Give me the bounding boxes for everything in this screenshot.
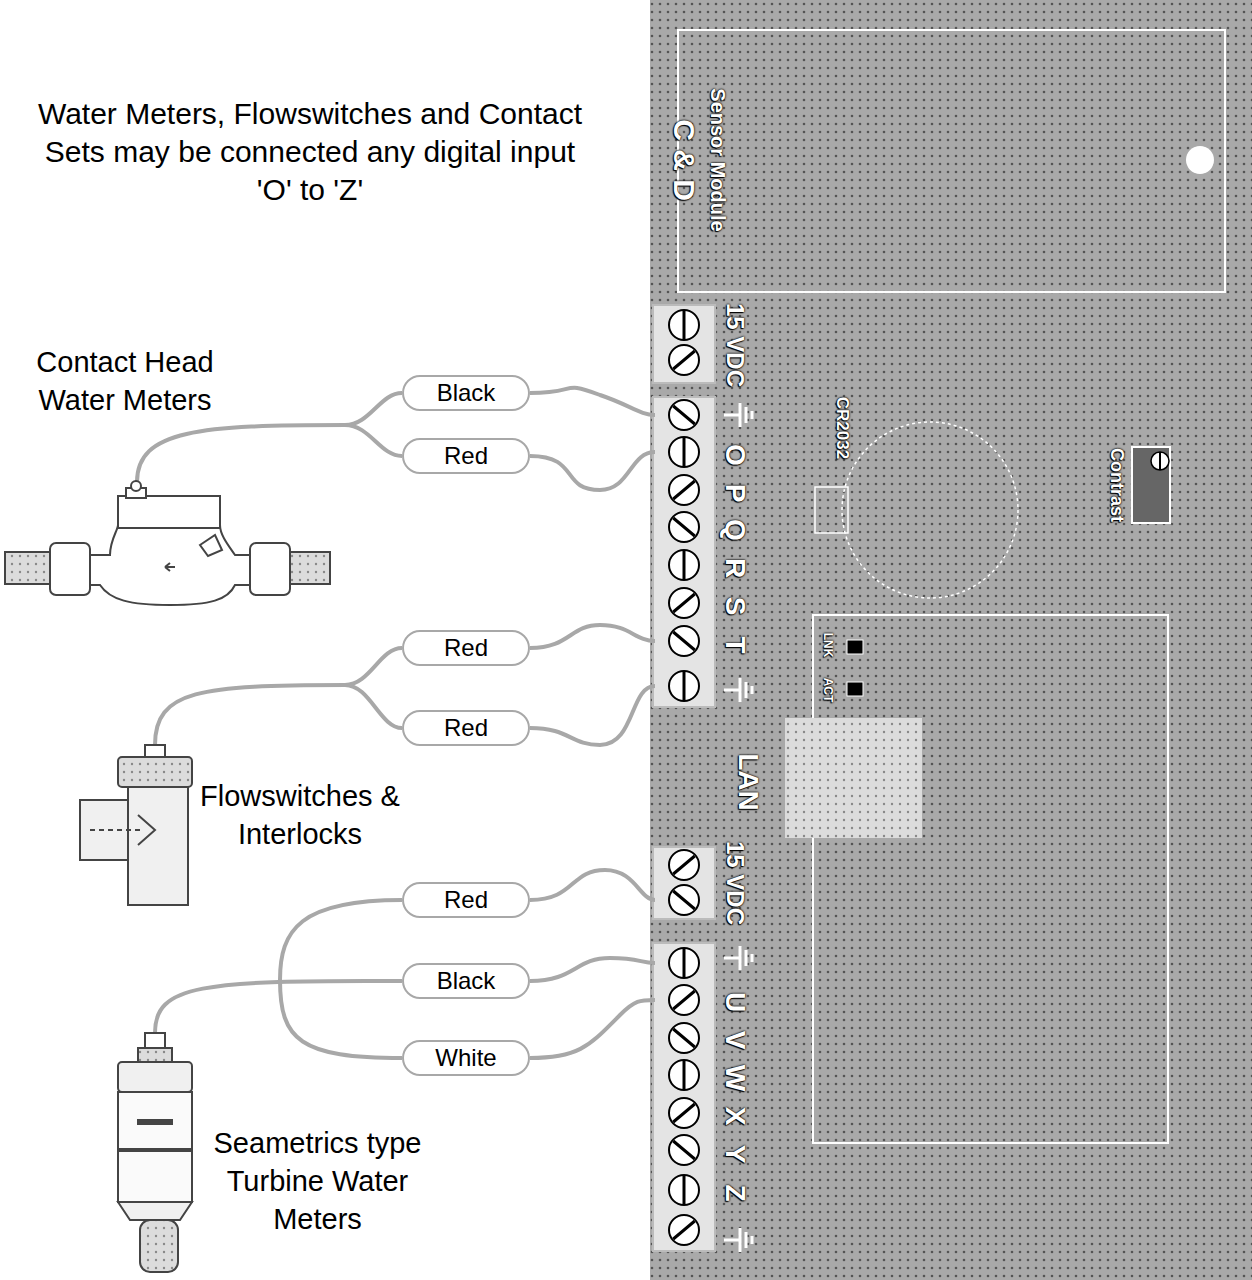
screw-slot	[673, 991, 694, 1009]
wire-colour: Red	[444, 886, 488, 914]
terminal-screw	[669, 1215, 699, 1245]
terminal-screw	[669, 1098, 699, 1128]
terminal-screw	[669, 1023, 699, 1053]
terminal-screw	[669, 475, 699, 505]
board-label: R	[721, 558, 749, 578]
board-label: S	[721, 597, 749, 616]
terminal-screw	[669, 437, 699, 467]
terminal-screw	[669, 550, 699, 580]
terminal-screw	[669, 1135, 699, 1165]
screw-slot	[673, 518, 694, 536]
board-label: T	[721, 636, 749, 653]
board-label: 15 VDC	[723, 303, 747, 387]
wire-colour: Black	[437, 967, 496, 995]
screw-slot	[683, 438, 686, 466]
screw-slot	[683, 311, 686, 339]
screw-slot	[683, 551, 686, 579]
terminal-screw	[669, 850, 699, 880]
board-label: Contrast	[1108, 448, 1126, 522]
terminal-screw	[669, 671, 699, 701]
screw-slot	[683, 949, 686, 977]
wire-colour: Red	[444, 714, 488, 742]
screw-slot	[683, 672, 686, 700]
board-label: Sensor Module	[708, 88, 728, 231]
screw-slot	[673, 1141, 694, 1159]
terminal-screw	[669, 985, 699, 1015]
screw-slot	[673, 1029, 694, 1047]
screw-slot	[673, 406, 694, 424]
screw-slot	[683, 1176, 686, 1204]
ground-symbol	[724, 1228, 752, 1252]
screw-slot	[673, 856, 694, 874]
device-caption: Seametrics type Turbine Water Meters	[185, 1124, 450, 1238]
note-text: Water Meters, Flowswitches and Contact S…	[25, 95, 595, 209]
wire-colour-tag: Black	[402, 375, 530, 411]
board-label: Q	[721, 519, 749, 541]
board-label: Y	[721, 1145, 749, 1164]
board-label: CR2032	[834, 397, 851, 459]
terminal-screw	[669, 512, 699, 542]
wire-colour-tag: White	[402, 1040, 530, 1076]
screw-slot	[673, 1221, 694, 1239]
wire-colour-tag: Black	[402, 963, 530, 999]
screw-slot	[673, 481, 694, 499]
screw-slot	[673, 1104, 694, 1122]
terminal-screw	[669, 885, 699, 915]
wire-colour-tag: Red	[402, 630, 530, 666]
device-caption: Contact Head Water Meters	[5, 343, 245, 419]
screw-slot	[673, 891, 694, 909]
screw-slot	[673, 351, 694, 369]
wire-colour-tag: Red	[402, 710, 530, 746]
board-label: W	[721, 1065, 749, 1091]
device-caption: Flowswitches & Interlocks	[190, 777, 410, 853]
ground-symbol	[724, 678, 752, 702]
wire-colour-tag: Red	[402, 882, 530, 918]
board-label: LNK	[822, 633, 834, 658]
wire-colour: Red	[444, 634, 488, 662]
board-label: O	[721, 444, 749, 466]
wire-colour: Black	[437, 379, 496, 407]
terminal-screw	[669, 588, 699, 618]
board-label: C & D	[669, 119, 699, 201]
board-label: P	[721, 484, 749, 503]
terminal-screw	[669, 310, 699, 340]
board-label: X	[721, 1107, 749, 1126]
screw-slot	[673, 632, 694, 650]
terminal-screw	[669, 626, 699, 656]
screw-slot	[673, 594, 694, 612]
terminal-screw	[669, 1060, 699, 1090]
ground-symbol	[724, 403, 752, 427]
terminal-screw	[669, 948, 699, 978]
terminal-screw	[669, 1175, 699, 1205]
screw-slot	[683, 1061, 686, 1089]
ground-symbol	[724, 946, 752, 970]
board-label: Z	[721, 1184, 749, 1201]
board-label: V	[721, 1031, 749, 1050]
board-label: U	[721, 992, 749, 1012]
board-label: ACT	[822, 678, 834, 703]
terminal-screw	[669, 345, 699, 375]
terminal-screw	[669, 400, 699, 430]
board-label: 15 VDC	[723, 841, 747, 925]
wire-colour: Red	[444, 442, 488, 470]
wire-colour-tag: Red	[402, 438, 530, 474]
board-label: LAN	[734, 753, 762, 811]
wire-colour: White	[435, 1044, 496, 1072]
